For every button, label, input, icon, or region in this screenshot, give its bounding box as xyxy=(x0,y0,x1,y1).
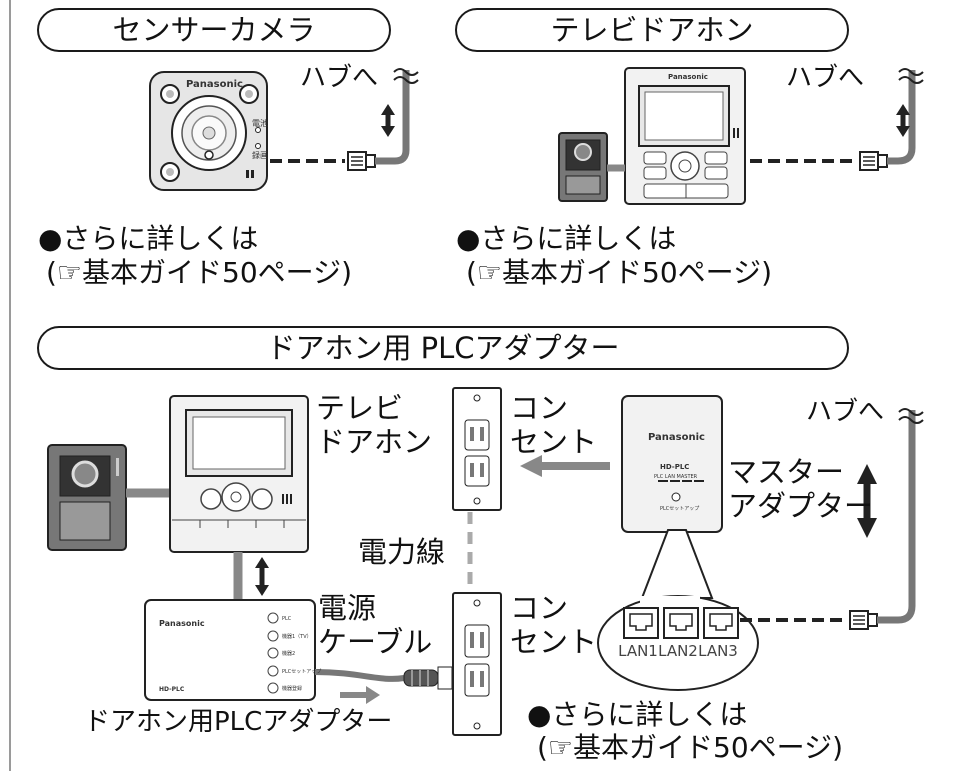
adapter-brand: Panasonic xyxy=(159,619,205,628)
hub-label-plc: ハブへ xyxy=(806,397,885,427)
adapter-indicator-1: PLC xyxy=(282,616,292,622)
tv-note-line2: (☞基本ガイド50ページ) xyxy=(466,256,773,289)
plc-note-line2: (☞基本ガイド50ページ) xyxy=(537,731,844,764)
tv-doorphone-device xyxy=(558,67,746,205)
plc-adapter-double-arrow xyxy=(255,557,269,596)
sensor-note-line2: (☞基本ガイド50ページ) xyxy=(46,256,353,289)
power-cable-label-2: ケーブル xyxy=(318,625,433,659)
power-cable-label-1: 電源 xyxy=(318,591,377,625)
master-led-labels: PLC LAN MASTER xyxy=(654,474,698,480)
sensor-note-line1: ●さらに詳しくは xyxy=(38,222,259,255)
lan-port-labels: LAN1LAN2LAN3 xyxy=(618,642,748,660)
tv-double-arrow xyxy=(896,104,910,137)
sensor-indicator-battery: 電池 xyxy=(252,119,268,128)
master-setup-label: PLCセットアップ xyxy=(660,506,700,512)
lan-ports xyxy=(623,607,739,639)
outlet-top xyxy=(452,387,502,511)
hub-label-tv: ハブへ xyxy=(786,63,865,93)
lan-port-label-2: LAN2 xyxy=(658,642,698,660)
plc-tv-doorphone-label-1: テレビ xyxy=(316,391,404,425)
plc-tv-doorphone xyxy=(169,395,309,553)
master-adapter-label-2: アダプター xyxy=(728,489,874,523)
adapter-indicator-4: PLCセットアップ xyxy=(282,669,322,675)
left-margin-line xyxy=(9,0,11,771)
section-title-plc: ドアホン用 PLCアダプター xyxy=(37,326,849,370)
plc-note-line1: ●さらに詳しくは xyxy=(527,698,748,731)
power-line-label: 電力線 xyxy=(358,535,446,569)
master-brand: Panasonic xyxy=(648,432,705,443)
master-model: HD-PLC xyxy=(660,463,690,471)
plc-door-station xyxy=(47,444,127,551)
sensor-camera-brand: Panasonic xyxy=(186,79,243,90)
plc-tv-doorphone-label-2: ドアホン xyxy=(316,425,433,459)
hub-label-sensor: ハブへ xyxy=(300,63,379,93)
sensor-double-arrow xyxy=(381,104,395,137)
adapter-model: HD-PLC xyxy=(159,686,185,693)
section-title-sensor-camera: センサーカメラ xyxy=(37,8,391,52)
outlet-top-label-1: コン xyxy=(510,391,569,425)
master-double-arrow xyxy=(857,464,877,538)
tv-doorphone-brand: Panasonic xyxy=(668,73,708,81)
adapter-indicator-5: 機器登録 xyxy=(282,686,303,692)
adapter-indicator-3: 機器2 xyxy=(282,651,296,657)
doorphone-plc-adapter xyxy=(144,599,316,701)
outlet-top-label-2: セント xyxy=(510,425,598,459)
outlet-bottom-label-2: セント xyxy=(510,625,598,659)
power-plug xyxy=(403,666,458,690)
tv-note-line1: ●さらに詳しくは xyxy=(456,222,677,255)
section-title-tv-doorphone: テレビドアホン xyxy=(455,8,849,52)
master-adapter-label-1: マスター xyxy=(728,455,845,489)
doorphone-plc-adapter-caption: ドアホン用PLCアダプター xyxy=(84,707,393,737)
lan-port-label-1: LAN1 xyxy=(618,642,658,660)
sensor-indicator-record: 録画 xyxy=(252,151,268,160)
sensor-camera-device xyxy=(149,71,268,191)
outlet-bottom xyxy=(452,592,502,736)
outlet-bottom-label-1: コン xyxy=(510,591,569,625)
lan-port-label-3: LAN3 xyxy=(698,642,738,660)
adapter-indicator-2: 機器1（TV） xyxy=(282,634,312,640)
